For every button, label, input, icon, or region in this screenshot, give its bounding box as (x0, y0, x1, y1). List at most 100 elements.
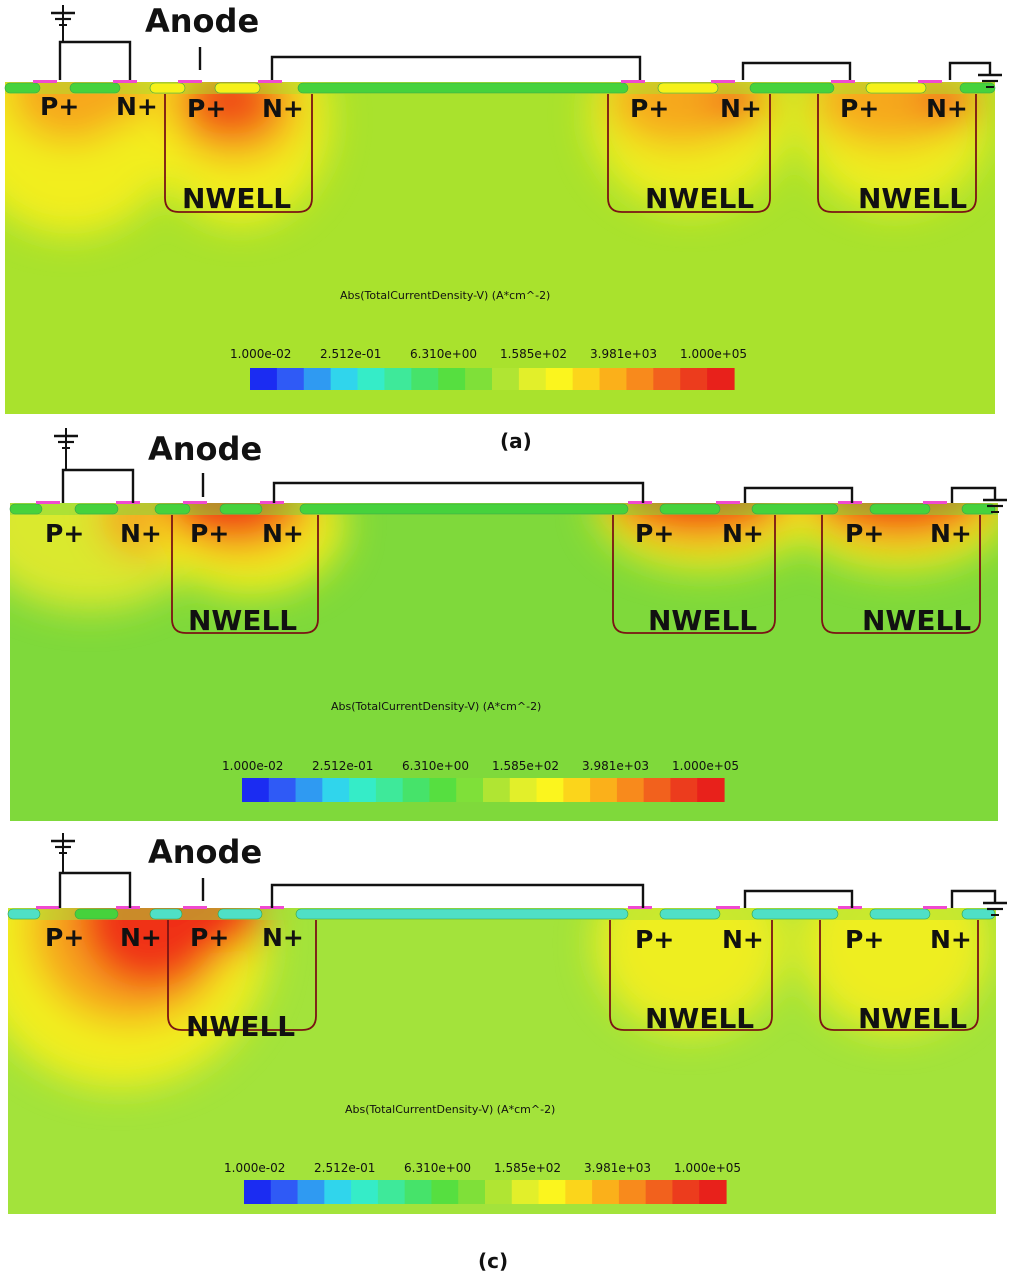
nwell-outline (817, 94, 977, 213)
contact (183, 906, 207, 909)
colorbar-tick-label: 3.981e+03 (590, 347, 657, 361)
colorbar-swatch (697, 778, 725, 802)
right-ground-wire (950, 889, 997, 908)
colorbar-tick-label: 6.310e+00 (404, 1161, 471, 1175)
anode-label: Anode (145, 2, 259, 40)
mid-connection-wire (743, 889, 854, 908)
colorbar-tick-label: 1.585e+02 (494, 1161, 561, 1175)
caption-c: (c) (478, 1249, 508, 1273)
colorbar-swatch (268, 778, 297, 802)
colorbar-swatch (375, 778, 404, 802)
surface-oxide-segment (659, 908, 721, 920)
contact (923, 501, 947, 504)
colorbar-swatch (592, 1180, 620, 1204)
nwell-label: NWELL (645, 182, 754, 215)
colorbar-tick-label: 1.000e+05 (672, 759, 739, 773)
surface-oxide-segment (749, 82, 835, 94)
anode-label: Anode (148, 833, 262, 871)
colorbar-swatch (563, 778, 591, 802)
contact (116, 501, 140, 504)
ground-icon (51, 5, 75, 31)
surface-oxide-segment (869, 503, 931, 515)
left-ground-wire (58, 871, 132, 908)
p-plus-label: P+ (845, 519, 884, 548)
colorbar-title: Abs(TotalCurrentDensity-V) (A*cm^-2) (340, 289, 550, 302)
colorbar-swatch (297, 1180, 325, 1204)
mid-connection-wire (743, 486, 854, 503)
p-plus-label: P+ (190, 923, 229, 952)
colorbar-tick-label: 6.310e+00 (410, 347, 477, 361)
nwell-label: NWELL (862, 604, 971, 637)
contact (838, 906, 862, 909)
contact (260, 501, 284, 504)
right-ground-wire (948, 61, 992, 80)
colorbar-swatch (351, 1180, 379, 1204)
surface-oxide-segment (865, 82, 927, 94)
nwell-outline (821, 515, 981, 634)
colorbar-swatch (645, 1180, 674, 1204)
colorbar-swatch (242, 778, 270, 802)
nwell-outline (164, 94, 313, 213)
current-density-field (8, 908, 990, 1088)
contact (113, 80, 137, 83)
contact (838, 501, 862, 504)
colorbar-swatch (303, 368, 332, 390)
colorbar-swatch (456, 778, 484, 802)
p-plus-label: P+ (635, 519, 674, 548)
nwell-outline (167, 920, 317, 1031)
contact (711, 80, 735, 83)
density-hotspot (800, 908, 990, 1033)
anode-label: Anode (148, 430, 262, 468)
surface-oxide-segment (149, 82, 186, 94)
current-density-field (5, 82, 990, 235)
ground-icon (983, 901, 1007, 916)
colorbar-swatch (572, 368, 601, 390)
nwell-label: NWELL (858, 182, 967, 215)
colorbar-swatch (590, 778, 618, 802)
colorbar-swatch (511, 1180, 540, 1204)
colorbar-title: Abs(TotalCurrentDensity-V) (A*cm^-2) (331, 700, 541, 713)
n-plus-label: N+ (926, 94, 968, 123)
right-ground-wire (950, 486, 997, 503)
colorbar-swatch (330, 368, 359, 390)
colorbar-swatch (250, 368, 278, 390)
n-plus-label: N+ (262, 519, 304, 548)
nwell-label: NWELL (186, 1010, 295, 1043)
colorbar-tick-label: 1.585e+02 (500, 347, 567, 361)
colorbar-swatch (672, 1180, 700, 1204)
surface-oxide-segment (9, 503, 43, 515)
ground-icon (978, 73, 1002, 88)
anode-to-trigger-wire (270, 883, 645, 908)
colorbar-tick-label: 1.585e+02 (492, 759, 559, 773)
contact (183, 501, 207, 504)
n-plus-label: N+ (722, 519, 764, 548)
density-hotspot (10, 82, 130, 142)
colorbar-title: Abs(TotalCurrentDensity-V) (A*cm^-2) (345, 1103, 555, 1116)
colorbar-swatch (616, 778, 645, 802)
n-plus-label: N+ (722, 925, 764, 954)
colorbar-swatch (670, 778, 698, 802)
surface-oxide-segment (961, 503, 996, 515)
ground-icon (983, 498, 1007, 513)
colorbar-swatch (699, 1180, 727, 1204)
density-hotspot (185, 82, 275, 135)
nwell-outline (171, 515, 319, 634)
nwell-label: NWELL (182, 182, 291, 215)
colorbar-swatch (458, 1180, 486, 1204)
colorbar-swatch (545, 368, 574, 390)
nwell-label: NWELL (645, 1002, 754, 1035)
surface-oxide-segment (751, 503, 839, 515)
surface-oxide-segment (217, 908, 263, 920)
colorbar-swatch (538, 1180, 566, 1204)
left-ground-wire (61, 468, 135, 503)
surface-oxide-segment (657, 82, 719, 94)
contact (716, 501, 740, 504)
p-plus-label: P+ (45, 923, 84, 952)
contact (831, 80, 855, 83)
p-plus-label: P+ (45, 519, 84, 548)
